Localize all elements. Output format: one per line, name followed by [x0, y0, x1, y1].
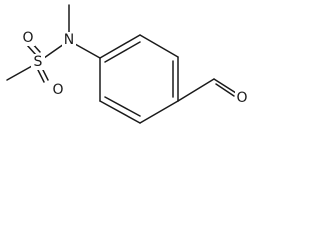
bond-s-methyl [6, 65, 33, 81]
ring-inner-bond-3 [104, 96, 141, 117]
nitrogen-atom: N [64, 32, 74, 48]
bonds [6, 4, 237, 124]
sulfonyl-oxygen-upper: O [22, 30, 33, 46]
ring-bond-4 [139, 100, 179, 124]
bond-cho-o-b [215, 83, 235, 97]
bond-s-o-upper-a [26, 44, 37, 56]
bond-n-ring [74, 43, 101, 59]
ring-bond-2 [139, 34, 179, 58]
aldehyde-oxygen: O [236, 90, 247, 106]
sulfonyl-oxygen-lower: O [52, 82, 63, 98]
bond-ring-cho [177, 78, 215, 102]
ring-bond-1 [99, 34, 141, 59]
ring-bond-5 [99, 100, 141, 124]
ring-inner-bond-1 [104, 41, 141, 63]
bond-n-s [43, 43, 65, 59]
atom-labels: N S O O O [21, 30, 249, 106]
sulfur-atom: S [34, 54, 43, 70]
bond-cho-o-a [213, 78, 237, 94]
chemical-structure: N S O O O [6, 4, 249, 124]
bond-s-o-lower-a [37, 69, 45, 83]
